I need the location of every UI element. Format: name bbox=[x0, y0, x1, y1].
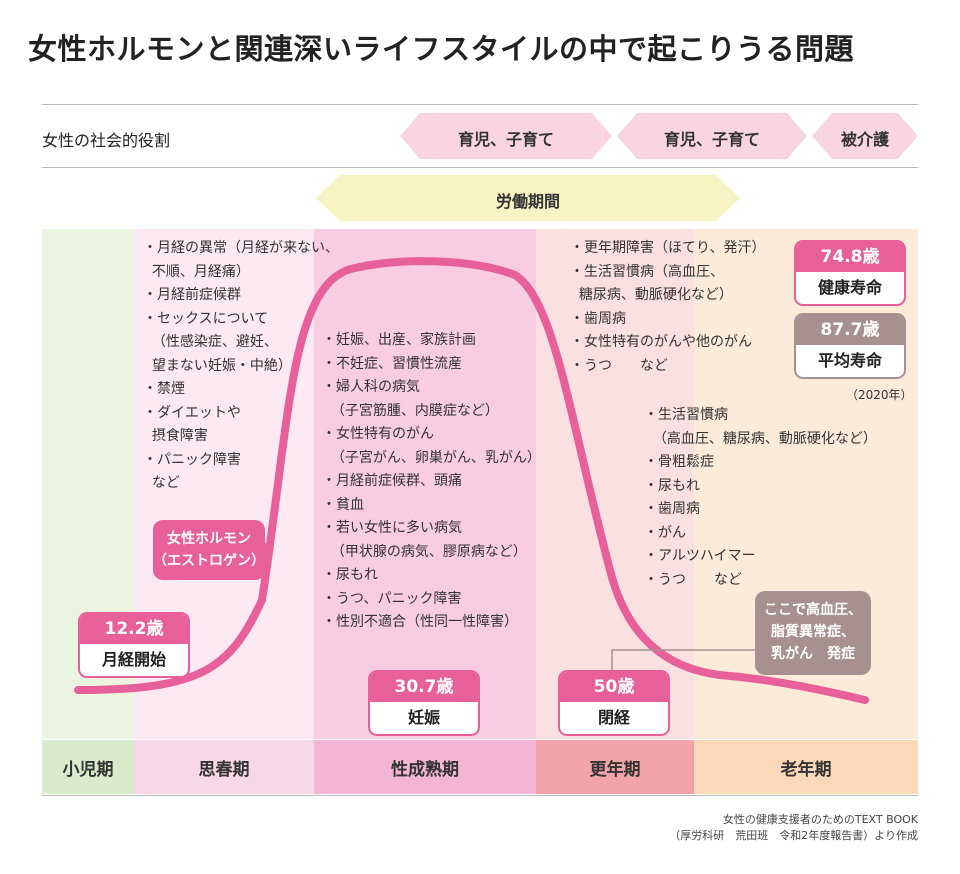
stage-menopause: 更年期 bbox=[536, 740, 694, 794]
avg-life-age: 87.7歳 bbox=[796, 315, 904, 345]
childcare-arrow-1 bbox=[400, 113, 612, 159]
hormone-callout-pointer bbox=[262, 540, 274, 560]
avg-life-label: 平均寿命 bbox=[817, 351, 882, 370]
menarche-badge: 12.2歳 月経開始 bbox=[78, 612, 190, 678]
healthy-life-badge: 74.8歳 健康寿命 bbox=[794, 240, 906, 306]
menopause-label: 閉経 bbox=[597, 708, 630, 727]
social-role-label: 女性の社会的役割 bbox=[42, 131, 171, 150]
labor-arrow bbox=[316, 175, 740, 221]
role-arrows bbox=[316, 113, 918, 221]
healthy-life-label: 健康寿命 bbox=[817, 278, 882, 297]
care-label: 被介護 bbox=[840, 130, 889, 149]
care-arrow bbox=[812, 113, 918, 159]
divider-top bbox=[42, 104, 918, 105]
menarche-label: 月経開始 bbox=[101, 650, 166, 669]
pregnancy-badge: 30.7歳 妊娠 bbox=[368, 670, 480, 736]
menopause-age: 50歳 bbox=[560, 672, 668, 702]
band-maturity bbox=[314, 229, 536, 739]
source-note: 女性の健康支援者のためのTEXT BOOK （厚労科研 荒田班 令和2年度報告書… bbox=[669, 813, 918, 842]
pregnancy-label: 妊娠 bbox=[407, 708, 440, 727]
maturity-issues-list: ・妊娠、出産、家族計画 ・不妊症、習慣性流産 ・婦人科の病気 （子宮筋腫、内膜症… bbox=[322, 332, 541, 630]
healthy-life-age: 74.8歳 bbox=[796, 242, 904, 272]
stage-elderly: 老年期 bbox=[694, 740, 918, 794]
menarche-age: 12.2歳 bbox=[80, 614, 188, 644]
hormone-callout: 女性ホルモン （エストロゲン） bbox=[153, 520, 265, 580]
avg-life-badge: 87.7歳 平均寿命 bbox=[794, 313, 906, 379]
menopause-badge: 50歳 閉経 bbox=[558, 670, 670, 736]
onset-callout: ここで高血圧、 脂質異常症、 乳がん 発症 bbox=[755, 591, 871, 675]
divider-middle bbox=[42, 167, 918, 168]
labor-label: 労働期間 bbox=[495, 192, 560, 211]
stage-puberty: 思春期 bbox=[134, 740, 314, 794]
year-note: （2020年） bbox=[846, 388, 913, 402]
childcare-label-2: 育児、子育て bbox=[663, 130, 760, 149]
puberty-issues-list: ・月経の異常（月経が来ない、 不順、月経痛） ・月経前症候群 ・セックスについて… bbox=[143, 240, 339, 491]
stage-maturity: 性成熟期 bbox=[314, 740, 536, 794]
elderly-issues-list: ・生活習慣病 （高血圧、糖尿病、動脈硬化など） ・骨粗鬆症 ・尿もれ ・歯周病 … bbox=[644, 407, 877, 588]
divider-bottom bbox=[42, 795, 918, 796]
menopause-issues-list: ・更年期障害（ほてり、発汗） ・生活習慣病（高血圧、 糖尿病、動脈硬化など） ・… bbox=[570, 240, 766, 374]
page-title: 女性ホルモンと関連深いライフスタイルの中で起こりうる問題 bbox=[28, 32, 855, 66]
childcare-arrow-2 bbox=[617, 113, 807, 159]
stage-childhood: 小児期 bbox=[42, 740, 134, 794]
childcare-label-1: 育児、子育て bbox=[457, 130, 554, 149]
pregnancy-age: 30.7歳 bbox=[370, 672, 478, 702]
